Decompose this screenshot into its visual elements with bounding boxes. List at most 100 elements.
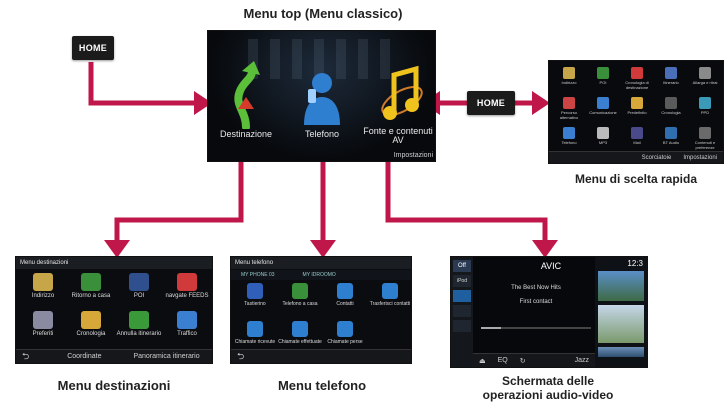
shortcut-tile[interactable]: Allarga e ritrai	[689, 67, 721, 85]
home-button-left[interactable]: HOME	[72, 36, 114, 60]
shortcut-tile-label: Indirizzo	[561, 80, 577, 85]
back-icon[interactable]: ⮌	[22, 350, 30, 361]
destinazioni-tile-icon	[81, 311, 101, 329]
shortcut-tile[interactable]: POI	[587, 67, 619, 85]
destinazioni-tile-icon	[33, 273, 53, 291]
impostazioni-button[interactable]: Impostazioni	[393, 152, 433, 159]
destinazioni-tile-label: Ritorno a casa	[71, 293, 111, 299]
destinazione-arrow-icon[interactable]	[226, 61, 266, 129]
telefono-tile[interactable]: Trasferisci contatti	[368, 283, 411, 307]
telefono-tile-icon	[292, 283, 308, 299]
telefono-tile[interactable]: Tastierino	[233, 283, 277, 307]
telefono-tile-label: Contatti	[336, 301, 354, 307]
telefono-tile[interactable]: Contatti	[323, 283, 367, 307]
shortcut-tile[interactable]: Predefinito	[621, 97, 653, 115]
telefono-tile[interactable]: Telefono a casa	[278, 283, 322, 307]
shortcut-tile[interactable]: Percorso alternativo	[553, 97, 585, 120]
fonte-av-music-icon[interactable]	[376, 61, 428, 127]
panoramica-itinerario-button[interactable]: Panoramica itinerario	[133, 353, 200, 360]
bluetooth-icon[interactable]	[453, 290, 471, 302]
telefono-tile-label: Chiamate ricevute	[234, 339, 276, 345]
telefono-tile-icon	[382, 283, 398, 299]
artwork-strip: 12:3	[595, 257, 647, 367]
arrow-to-destinazioni	[114, 147, 244, 242]
destinazioni-tile[interactable]: Cronologia	[68, 311, 114, 338]
destinazioni-tile[interactable]: Indirizzo	[20, 273, 66, 300]
caption-scelta-rapida: Menu di scelta rapida	[574, 172, 698, 186]
shortcut-tile-icon	[665, 67, 677, 79]
destinazioni-tile[interactable]: Preferiti	[20, 311, 66, 338]
shortcut-tile[interactable]: Comunicazione	[587, 97, 619, 115]
album-art-top[interactable]	[598, 271, 644, 301]
shortcut-tile-icon	[563, 97, 575, 109]
telefono-tile-icon	[247, 283, 263, 299]
shortcut-bottom-bar: Scorciatoie Impostazioni	[549, 151, 723, 163]
playlist-icon[interactable]: ⏏	[479, 357, 486, 365]
loop-icon[interactable]: ↻	[519, 357, 526, 365]
shortcut-tile[interactable]: BT Audio	[655, 127, 687, 145]
destinazioni-tile[interactable]: POI	[116, 273, 162, 300]
telefono-tile[interactable]: Chiamate perse	[323, 321, 367, 345]
destinazioni-tile[interactable]: navgate FEEDS	[164, 273, 210, 300]
shortcut-tile[interactable]: Cronologia	[655, 97, 687, 115]
destinazioni-tile[interactable]: Ritorno a casa	[68, 273, 114, 300]
album-art-main[interactable]	[598, 305, 644, 343]
menu-item-fonte-av[interactable]: Fonte e contenuti AV	[363, 126, 433, 145]
source-off-button[interactable]: Off	[453, 260, 471, 272]
back-icon[interactable]: ⮌	[237, 350, 245, 361]
destinazioni-tile-icon	[33, 311, 53, 329]
source-ipod-button[interactable]: iPod	[453, 275, 471, 287]
telefono-bottom-bar: ⮌	[231, 349, 411, 363]
telefono-tile-icon	[337, 321, 353, 337]
shortcut-tile[interactable]: PPD	[689, 97, 721, 115]
destinazioni-tile-label: Cronologia	[76, 331, 106, 337]
telefono-tile-label: Telefono a casa	[282, 301, 318, 307]
shortcut-tile[interactable]: MP3	[587, 127, 619, 145]
shortcut-tile-icon	[699, 97, 711, 109]
shortcut-tile[interactable]: Cronologia di destinazione	[621, 67, 653, 90]
destinazioni-tile-icon	[129, 311, 149, 329]
audio-video-screen: Off iPod AVIC The Best Now Hits First co…	[450, 256, 648, 368]
home-button-right[interactable]: HOME	[467, 91, 515, 115]
destinazioni-tile-icon	[177, 311, 197, 329]
coordinate-button[interactable]: Coordinate	[67, 353, 102, 360]
telefono-person-icon[interactable]	[300, 69, 344, 127]
av-source-title: AVIC	[540, 261, 562, 271]
menu-item-telefono[interactable]: Telefono	[304, 129, 340, 139]
shortcut-tile[interactable]: Itinerario	[655, 67, 687, 85]
destinazioni-tile-label: Indirizzo	[31, 293, 55, 299]
album-art-bottom[interactable]	[598, 347, 644, 357]
progress-bar[interactable]	[481, 327, 591, 329]
caption-audio-video-line1: Schermata delle	[501, 374, 595, 388]
telefono-tile[interactable]: Chiamate ricevute	[233, 321, 277, 345]
menu-item-destinazione[interactable]: Destinazione	[219, 129, 273, 139]
jazz-button[interactable]: Jazz	[574, 357, 589, 364]
destinazioni-tile[interactable]: Annulla itinerario	[116, 311, 162, 338]
shortcut-tile[interactable]: Contenuti e preferenze	[689, 127, 721, 150]
destinazioni-tile-label: navgate FEEDS	[165, 293, 209, 299]
shortcut-tile-label: Cronologia di destinazione	[625, 80, 649, 90]
source-icon[interactable]	[453, 320, 471, 332]
telefono-tile[interactable]: Chiamate effettuate	[278, 321, 322, 345]
shortcut-tile-label: POI	[599, 80, 607, 85]
shortcut-tile-icon	[699, 127, 711, 139]
shortcut-tile-icon	[597, 97, 609, 109]
background-icons-pattern	[248, 39, 398, 79]
eq-button[interactable]: EQ	[497, 357, 508, 364]
destinazioni-tile[interactable]: Traffico	[164, 311, 210, 338]
av-artist: First contact	[519, 299, 553, 305]
scorciatoie-button[interactable]: Scorciatoie	[641, 154, 672, 161]
shortcut-tile[interactable]: Mail	[621, 127, 653, 145]
impostazioni-shortcut-button[interactable]: Impostazioni	[683, 154, 717, 161]
shortcut-tile[interactable]: Indirizzo	[553, 67, 585, 85]
shortcut-tile-label: Telefono	[561, 140, 577, 145]
source-icon[interactable]	[453, 305, 471, 317]
telefono-tile-label: Chiamate perse	[327, 339, 363, 345]
device-b-label[interactable]: MY IDROOMO	[302, 272, 336, 278]
caption-telefono: Menu telefono	[277, 378, 367, 393]
shortcut-tile[interactable]: Telefono	[553, 127, 585, 145]
device-a-label[interactable]: MY PHONE 03	[241, 272, 275, 278]
caption-audio-video: Schermata delle operazioni audio-video	[448, 374, 648, 402]
destinazioni-bottom-bar: ⮌ Coordinate Panoramica itinerario	[16, 349, 212, 363]
